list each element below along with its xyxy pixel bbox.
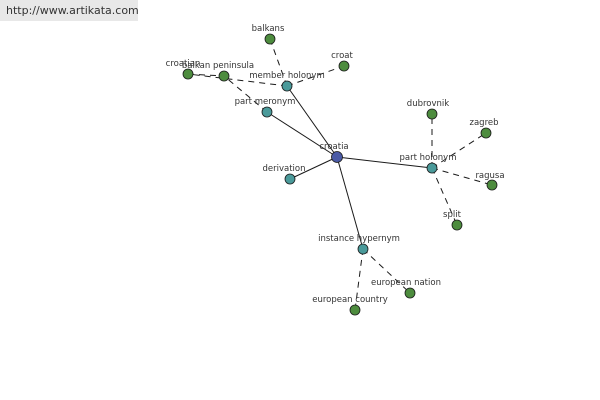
leaf-node-ragusa[interactable] <box>486 179 498 191</box>
leaf-label-european-nation[interactable]: european nation <box>371 278 441 288</box>
relation-label-part-meronym[interactable]: part meronym <box>235 97 296 107</box>
leaf-label-ragusa[interactable]: ragusa <box>475 171 504 181</box>
leaf-node-dubrovnik[interactable] <box>426 108 438 120</box>
relation-node-part-meronym[interactable] <box>261 106 273 118</box>
leaf-label-croatian[interactable]: croatian <box>166 59 201 69</box>
edge-member-holonym-croatian <box>187 73 288 87</box>
edge-croatia-part-meronym <box>266 111 338 158</box>
leaf-node-zagreb[interactable] <box>480 127 492 139</box>
leaf-node-croat[interactable] <box>338 60 350 72</box>
edge-croatia-member-holonym <box>286 85 338 158</box>
leaf-node-croatian[interactable] <box>182 68 194 80</box>
leaf-node-balkan-peninsula[interactable] <box>218 70 230 82</box>
edge-croatia-instance-hypernym <box>336 156 364 250</box>
center-node-croatia[interactable] <box>331 151 343 163</box>
edge-part-meronym-balkan-peninsula <box>223 75 268 113</box>
relation-label-instance-hypernym[interactable]: instance hypernym <box>318 234 400 244</box>
relation-label-part-holonym[interactable]: part holonym <box>400 153 457 163</box>
edges-layer <box>187 38 493 311</box>
leaf-label-european-country[interactable]: european country <box>312 295 388 305</box>
leaf-label-split[interactable]: split <box>443 210 462 220</box>
url-text[interactable]: http://www.artikata.com <box>6 4 139 17</box>
center-label-croatia[interactable]: croatia <box>319 142 348 152</box>
edge-member-holonym-balkans <box>269 38 288 87</box>
leaf-node-split[interactable] <box>451 219 463 231</box>
relation-node-instance-hypernym[interactable] <box>357 243 369 255</box>
relation-node-derivation[interactable] <box>284 173 296 185</box>
relation-node-part-holonym[interactable] <box>426 162 438 174</box>
leaf-label-dubrovnik[interactable]: dubrovnik <box>407 99 449 109</box>
leaf-label-balkans[interactable]: balkans <box>252 24 285 34</box>
nodes-layer <box>182 33 498 316</box>
relation-label-member-holonym[interactable]: member holonym <box>249 71 324 81</box>
url-banner: http://www.artikata.com <box>0 0 139 21</box>
relation-label-derivation[interactable]: derivation <box>262 164 305 174</box>
relation-node-member-holonym[interactable] <box>281 80 293 92</box>
edge-croatia-part-holonym <box>336 156 433 169</box>
leaf-label-zagreb[interactable]: zagreb <box>470 118 499 128</box>
leaf-node-balkans[interactable] <box>264 33 276 45</box>
edge-croatia-derivation <box>289 156 338 180</box>
leaf-label-croat[interactable]: croat <box>331 51 353 61</box>
leaf-label-balkan-peninsula[interactable]: balkan peninsula <box>182 61 254 71</box>
leaf-node-european-country[interactable] <box>349 304 361 316</box>
leaf-node-european-nation[interactable] <box>404 287 416 299</box>
